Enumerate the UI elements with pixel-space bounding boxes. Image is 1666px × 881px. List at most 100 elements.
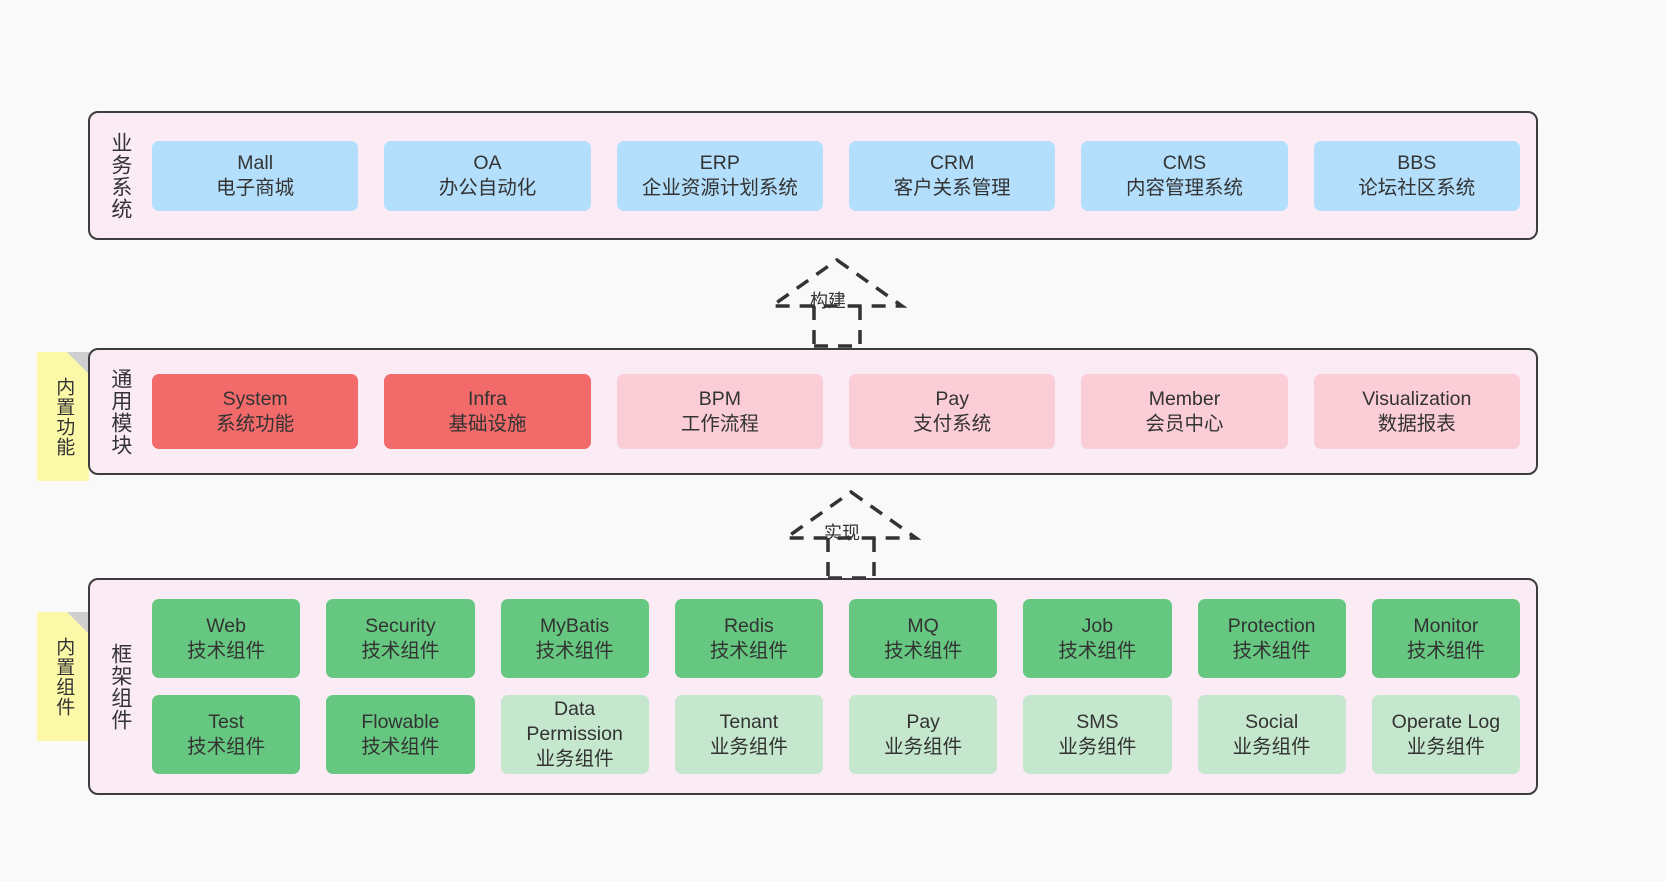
- module-box-mybatis[interactable]: MyBatis 技术组件: [500, 599, 649, 678]
- module-name: Monitor: [1413, 614, 1479, 637]
- module-name: Protection: [1227, 614, 1316, 637]
- module-box-infra[interactable]: Infra 基础设施: [384, 374, 591, 449]
- module-name: CMS: [1162, 151, 1207, 174]
- layer-body-common: System 系统功能 Infra 基础设施 BPM 工作流程 Pay 支付系统…: [140, 350, 1536, 473]
- module-box-system[interactable]: System 系统功能: [152, 374, 359, 449]
- module-box-member[interactable]: Member 会员中心: [1081, 374, 1288, 449]
- module-name: Web: [206, 614, 246, 637]
- module-name: Security: [365, 614, 436, 637]
- module-subtitle: 办公自动化: [438, 176, 537, 199]
- module-box-visualization[interactable]: Visualization 数据报表: [1313, 374, 1520, 449]
- module-subtitle: 技术组件: [535, 639, 614, 662]
- module-subtitle: 技术组件: [361, 735, 440, 758]
- module-box-operate-log[interactable]: Operate Log 业务组件: [1371, 695, 1520, 774]
- module-subtitle: 会员中心: [1145, 412, 1224, 435]
- layer-framework-components: 框架组件 Web 技术组件 Security 技术组件 MyBatis 技术组件…: [88, 578, 1538, 795]
- module-name: MyBatis: [539, 614, 610, 637]
- module-subtitle: 技术组件: [187, 735, 266, 758]
- folded-corner-icon: [67, 612, 89, 634]
- module-name: Member: [1148, 387, 1221, 410]
- module-box-security[interactable]: Security 技术组件: [326, 599, 475, 678]
- module-name: Infra: [467, 387, 507, 410]
- module-name: Job: [1081, 614, 1114, 637]
- module-box-pay[interactable]: Pay 支付系统: [848, 374, 1056, 449]
- generalization-arrow-icon: [766, 257, 908, 348]
- connector-implement: 实现: [766, 488, 936, 580]
- sticky-note-builtin-components: 内置组件: [37, 612, 89, 741]
- module-name: Flowable: [361, 710, 440, 733]
- module-name: Mall: [237, 151, 274, 174]
- module-row: System 系统功能 Infra 基础设施 BPM 工作流程 Pay 支付系统…: [152, 374, 1520, 449]
- module-subtitle: 技术组件: [1058, 639, 1137, 662]
- module-name: OA: [473, 151, 502, 174]
- module-subtitle: 数据报表: [1377, 412, 1456, 435]
- module-subtitle: 内容管理系统: [1125, 176, 1243, 199]
- module-subtitle: 电子商城: [216, 176, 295, 199]
- layer-title-framework: 框架组件: [108, 642, 132, 731]
- layer-title-common: 通用模块: [108, 367, 132, 456]
- module-box-flowable[interactable]: Flowable 技术组件: [326, 695, 475, 774]
- module-box-mq[interactable]: MQ 技术组件: [849, 599, 998, 678]
- module-subtitle: 技术组件: [709, 639, 788, 662]
- layer-common-modules: 通用模块 System 系统功能 Infra 基础设施 BPM 工作流程 Pay…: [88, 348, 1538, 475]
- module-name: Pay: [935, 387, 969, 410]
- module-box-data-permission[interactable]: Data Permission 业务组件: [500, 695, 649, 774]
- module-box-mall[interactable]: Mall 电子商城: [152, 140, 359, 211]
- sticky-note-label: 内置组件: [53, 636, 75, 717]
- module-box-redis[interactable]: Redis 技术组件: [674, 599, 823, 678]
- layer-body-framework: Web 技术组件 Security 技术组件 MyBatis 技术组件 Redi…: [140, 580, 1536, 793]
- layer-title-business: 业务系统: [108, 131, 132, 220]
- module-box-monitor[interactable]: Monitor 技术组件: [1371, 599, 1520, 678]
- module-box-social[interactable]: Social 业务组件: [1197, 695, 1346, 774]
- module-subtitle: 业务组件: [709, 735, 788, 758]
- sticky-note-builtin-functions: 内置功能: [37, 352, 89, 481]
- module-subtitle: 技术组件: [187, 639, 266, 662]
- module-name: ERP: [699, 151, 740, 174]
- module-subtitle: 客户关系管理: [893, 176, 1011, 199]
- module-name: Visualization: [1362, 387, 1472, 410]
- module-name: Operate Log: [1391, 710, 1501, 733]
- connector-build: 构建: [752, 256, 922, 348]
- module-subtitle: 基础设施: [448, 412, 527, 435]
- module-box-protection[interactable]: Protection 技术组件: [1197, 599, 1346, 678]
- module-subtitle: 业务组件: [1232, 735, 1311, 758]
- module-subtitle: 工作流程: [680, 412, 759, 435]
- module-box-oa[interactable]: OA 办公自动化: [384, 140, 591, 211]
- module-box-crm[interactable]: CRM 客户关系管理: [848, 140, 1056, 211]
- module-box-job[interactable]: Job 技术组件: [1023, 599, 1172, 678]
- module-box-bpm[interactable]: BPM 工作流程: [616, 374, 823, 449]
- module-subtitle: 论坛社区系统: [1358, 176, 1476, 199]
- module-name: System: [222, 387, 288, 410]
- layer-body-business: Mall 电子商城 OA 办公自动化 ERP 企业资源计划系统 CRM 客户关系…: [140, 113, 1536, 238]
- module-box-test[interactable]: Test 技术组件: [152, 695, 301, 774]
- module-name: Data Permission: [526, 698, 623, 746]
- module-box-bbs[interactable]: BBS 论坛社区系统: [1313, 140, 1520, 211]
- module-name: BPM: [698, 387, 741, 410]
- module-subtitle: 业务组件: [1058, 735, 1137, 758]
- module-subtitle: 技术组件: [1232, 639, 1311, 662]
- module-subtitle: 业务组件: [884, 735, 963, 758]
- module-subtitle: 业务组件: [1406, 735, 1485, 758]
- sticky-note-label: 内置功能: [53, 376, 75, 457]
- module-subtitle: 技术组件: [884, 639, 963, 662]
- module-name: SMS: [1076, 710, 1119, 733]
- module-name: Social: [1245, 710, 1299, 733]
- module-box-erp[interactable]: ERP 企业资源计划系统: [616, 140, 823, 211]
- module-subtitle: 支付系统: [913, 412, 992, 435]
- module-name: CRM: [929, 151, 975, 174]
- layer-business-systems: 业务系统 Mall 电子商城 OA 办公自动化 ERP 企业资源计划系统 CRM…: [88, 111, 1538, 240]
- module-subtitle: 技术组件: [361, 639, 440, 662]
- module-box-sms[interactable]: SMS 业务组件: [1023, 695, 1172, 774]
- module-box-tenant[interactable]: Tenant 业务组件: [674, 695, 823, 774]
- module-box-pay-business[interactable]: Pay 业务组件: [849, 695, 998, 774]
- module-row: Test 技术组件 Flowable 技术组件 Data Permission …: [152, 695, 1520, 774]
- module-box-web[interactable]: Web 技术组件: [152, 599, 301, 678]
- module-name: Redis: [723, 614, 774, 637]
- module-subtitle: 系统功能: [216, 412, 295, 435]
- module-box-cms[interactable]: CMS 内容管理系统: [1081, 140, 1288, 211]
- module-row: Web 技术组件 Security 技术组件 MyBatis 技术组件 Redi…: [152, 599, 1520, 678]
- module-subtitle: 业务组件: [535, 747, 614, 770]
- module-name: Pay: [906, 710, 940, 733]
- connector-label-build: 构建: [810, 291, 846, 311]
